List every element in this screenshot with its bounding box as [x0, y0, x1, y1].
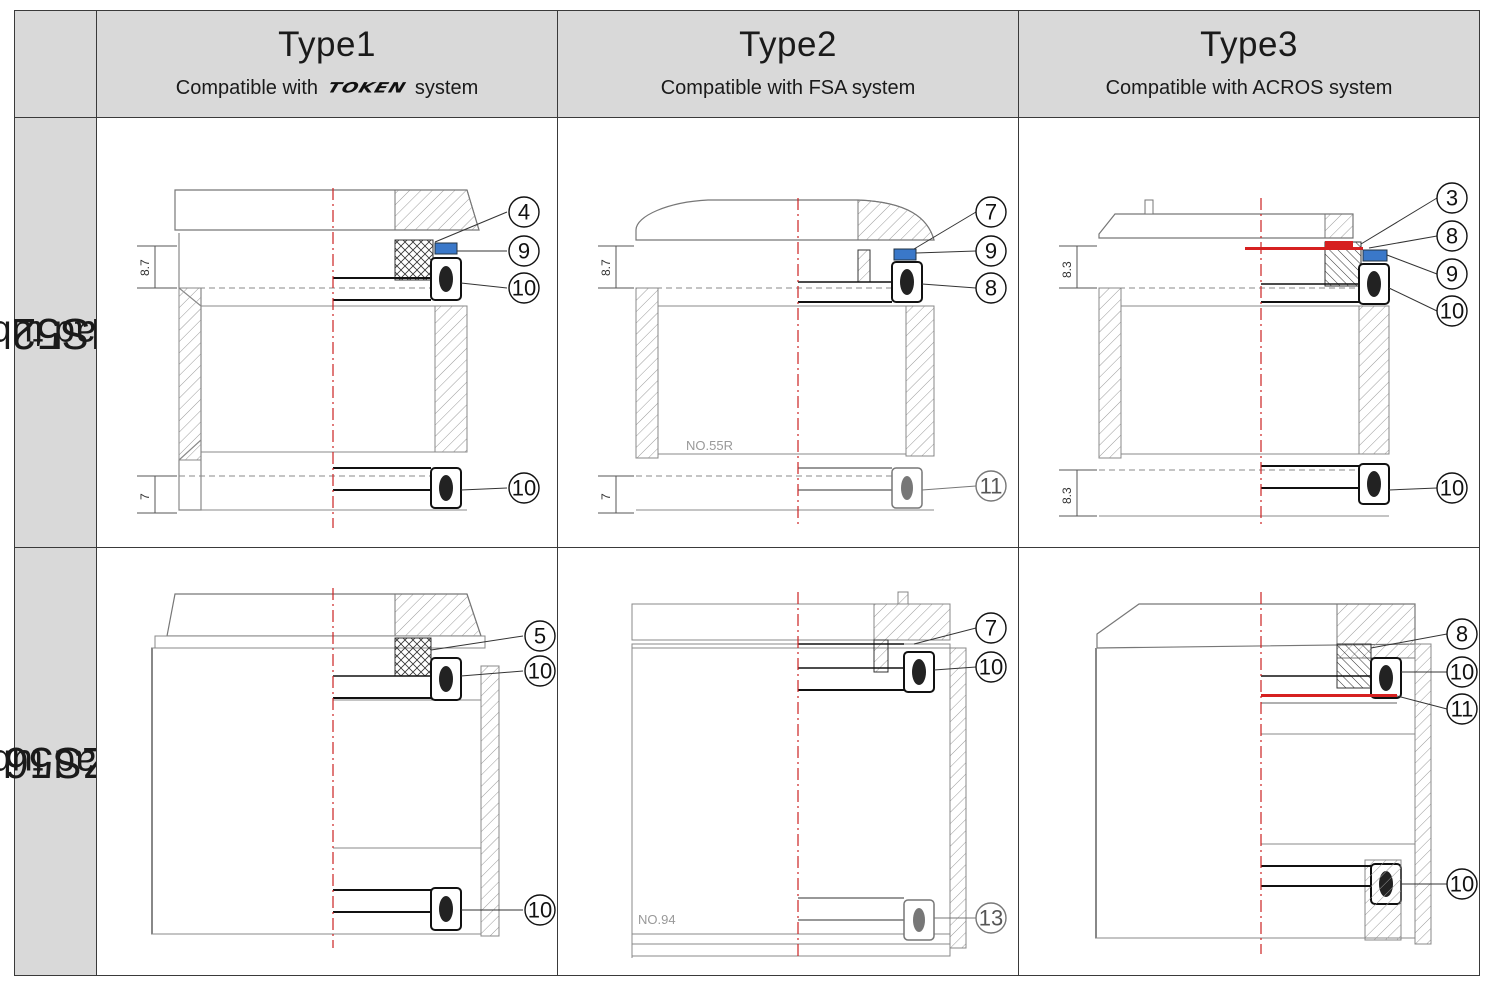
column-header-type1: Type1 Compatible with TOKEN system [96, 10, 558, 118]
callout-label: 11 [980, 474, 1003, 499]
column-title: Type3 [1200, 25, 1298, 64]
tube-wall-right [434, 305, 468, 453]
drawing-cell-is52-type1: 8.7 7 4 9 10 10 [96, 117, 558, 548]
tube-wall-right [949, 647, 967, 949]
drawing-cell-zs56-type3: 8 10 11 10 [1018, 547, 1480, 976]
callout-circle [508, 235, 540, 267]
callout-circle [524, 620, 556, 652]
part-number-note: NO.94 [638, 912, 676, 927]
callout-label: 8 [1456, 622, 1468, 647]
callout-circle [1436, 182, 1468, 214]
callout-circle [1446, 656, 1478, 688]
column-header-type3: Type3 Compatible with ACROS system [1018, 10, 1480, 118]
top-cap [1098, 213, 1354, 239]
callout-label: 10 [1440, 476, 1464, 501]
dim-top: 8.7 [599, 259, 613, 276]
drawing-cell-is52-type3: 8.3 8.3 3 8 9 10 10 [1018, 117, 1480, 548]
callout-circle [1436, 220, 1468, 252]
column-subtitle: Compatible with TOKEN system [97, 77, 557, 100]
callout-label: 11 [1451, 697, 1474, 722]
callout-circle [508, 196, 540, 228]
blue-seal [434, 242, 458, 255]
tube-wall-left [178, 287, 202, 461]
tube-wall-left [1098, 287, 1122, 459]
blue-seal [1362, 249, 1388, 262]
callout-circle [975, 612, 1007, 644]
tube-wall-right [1414, 643, 1432, 945]
subtitle-prefix: Compatible with [175, 77, 319, 99]
callout-circle [975, 470, 1007, 502]
headset-drawing: 8.3 8.3 3 8 9 10 10 [1059, 182, 1468, 528]
dim-bottom: 8.3 [1060, 487, 1074, 504]
callout-label: 10 [528, 659, 552, 684]
callout-label: 10 [1450, 660, 1474, 685]
column-title: Type2 [739, 25, 837, 64]
callout-circle [975, 902, 1007, 934]
callout-label: 9 [1446, 262, 1458, 287]
callout-label: 7 [985, 200, 997, 225]
blue-seal [893, 248, 917, 261]
callout-circle [1446, 618, 1478, 650]
callout-circle [1436, 472, 1468, 504]
headset-drawing: 8 10 11 10 [1095, 592, 1478, 954]
callout-label: 10 [528, 898, 552, 923]
callout-label: 10 [512, 276, 536, 301]
callout-circle [975, 235, 1007, 267]
headset-compatibility-table: Type1 Compatible with TOKEN system Type2… [0, 10, 1480, 976]
tube-wall-left [635, 287, 659, 459]
callout-label: 5 [534, 624, 546, 649]
column-header-type2: Type2 Compatible with FSA system [557, 10, 1019, 118]
headset-drawing: NO.55R 8.7 7 7 9 8 11 [598, 196, 1007, 528]
column-subtitle: Compatible with ACROS system [1105, 77, 1393, 99]
tube-wall-right [1358, 305, 1390, 455]
headset-drawing: 5 10 10 [151, 588, 556, 948]
drawing-cell-zs56-type2: NO.94 7 10 13 [557, 547, 1019, 976]
callout-label: 9 [518, 239, 530, 264]
callout-label: 9 [985, 239, 997, 264]
callout-label: 8 [985, 276, 997, 301]
callout-label: 7 [985, 616, 997, 641]
drawing-cell-zs56-type1: 5 10 10 [96, 547, 558, 976]
callout-label: 10 [979, 655, 1003, 680]
tube-wall-right [905, 305, 935, 457]
callout-circle [524, 655, 556, 687]
callout-label: 13 [979, 906, 1003, 931]
callout-circle [975, 651, 1007, 683]
dim-top: 8.3 [1060, 261, 1074, 278]
callout-circle [1436, 295, 1468, 327]
callout-circle [508, 472, 540, 504]
part-number-note: NO.55R [686, 438, 733, 453]
callout-circle [1446, 693, 1478, 725]
row-header-is52: IS52Head tube [0, 117, 144, 548]
token-logo: TOKEN [324, 79, 409, 97]
dim-bottom: 7 [599, 493, 613, 500]
headset-drawing: NO.94 7 10 13 [631, 591, 1007, 958]
callout-label: 4 [518, 200, 530, 225]
callout-label: 10 [1440, 299, 1464, 324]
red-ring [1245, 247, 1363, 250]
column-title: Type1 [278, 25, 376, 64]
callout-label: 3 [1446, 186, 1458, 211]
headset-drawing: 8.7 7 4 9 10 10 [137, 188, 540, 528]
callout-circle [508, 272, 540, 304]
subtitle-suffix: system [414, 77, 479, 99]
dim-top: 8.7 [138, 259, 152, 276]
callout-label: 10 [1450, 872, 1474, 897]
corner-cell [14, 10, 97, 118]
drawing-cell-is52-type2: NO.55R 8.7 7 7 9 8 11 [557, 117, 1019, 548]
column-subtitle: Compatible with FSA system [660, 77, 916, 99]
compression-ring [394, 637, 432, 677]
red-ring [1261, 694, 1397, 697]
callout-circle [1436, 258, 1468, 290]
callout-label: 10 [512, 476, 536, 501]
callout-circle [1446, 868, 1478, 900]
dim-bottom: 7 [138, 493, 152, 500]
callout-label: 8 [1446, 224, 1458, 249]
callout-circle [975, 272, 1007, 304]
callout-circle [975, 196, 1007, 228]
row-header-zs56: ZS56Head tube [0, 547, 144, 976]
callout-circle [524, 894, 556, 926]
compression-ring [394, 239, 434, 281]
tube-wall-right [480, 665, 500, 937]
